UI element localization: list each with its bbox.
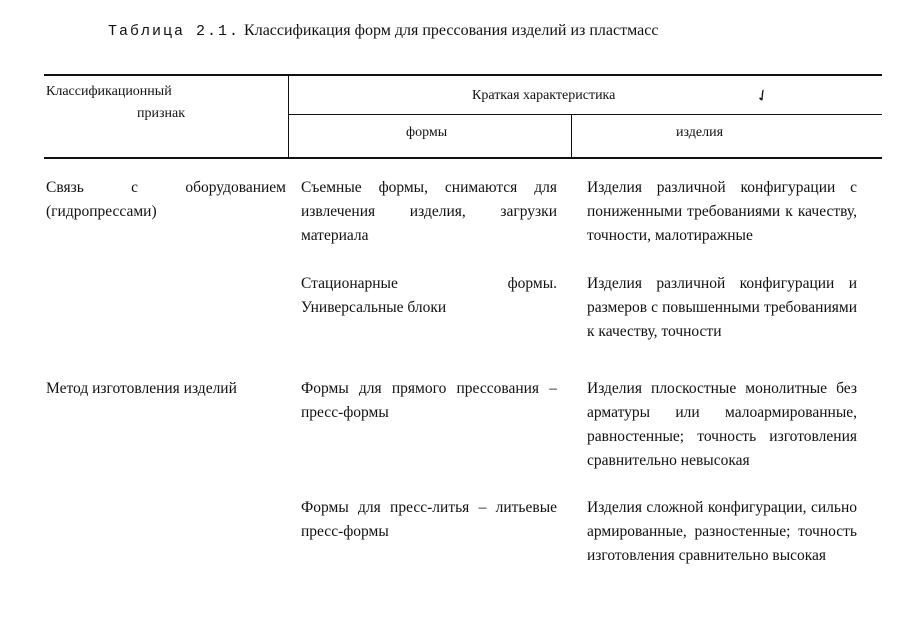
- row-4-product: Изделия сложной конфигурации, сильно арм…: [587, 499, 857, 564]
- header-feature-line1: Классификационный: [46, 84, 172, 99]
- table-caption: Таблица 2.1. Классификация форм для прес…: [108, 22, 848, 40]
- header-bottom-rule: [44, 157, 882, 159]
- table-title: Классификация форм для прессования издел…: [244, 22, 659, 39]
- header-form: формы: [406, 125, 448, 140]
- header-feature-line2: признак: [137, 106, 186, 121]
- check-mark-icon: ✓: [752, 85, 774, 108]
- top-rule: [44, 74, 882, 76]
- row-1-feature: Связь с оборудованием (гидропрессами): [46, 179, 286, 220]
- header-divider-1: [288, 76, 289, 158]
- row-3-feature: Метод изготовления изделий: [46, 380, 237, 397]
- row-3-form: Формы для прямого прессования – пресс-фо…: [301, 380, 557, 421]
- table-number: Таблица 2.1.: [108, 23, 241, 40]
- row-2-form: Стационарные формы. Универсальные блоки: [301, 275, 557, 316]
- row-1-product: Изделия различной конфигурации с понижен…: [587, 179, 857, 244]
- header-divider-2: [571, 115, 572, 158]
- row-2-product: Изделия различной конфигурации и размеро…: [587, 275, 857, 340]
- row-3-product: Изделия плоскостные монолитные без армат…: [587, 380, 857, 469]
- header-group: Краткая характеристика: [472, 88, 616, 103]
- row-1-form: Съемные формы, снимаются для извлечения …: [301, 179, 557, 244]
- header-product: изделия: [676, 125, 724, 140]
- subheader-rule: [288, 114, 882, 115]
- row-4-form: Формы для пресс-литья – литьевые пресс-ф…: [301, 499, 557, 540]
